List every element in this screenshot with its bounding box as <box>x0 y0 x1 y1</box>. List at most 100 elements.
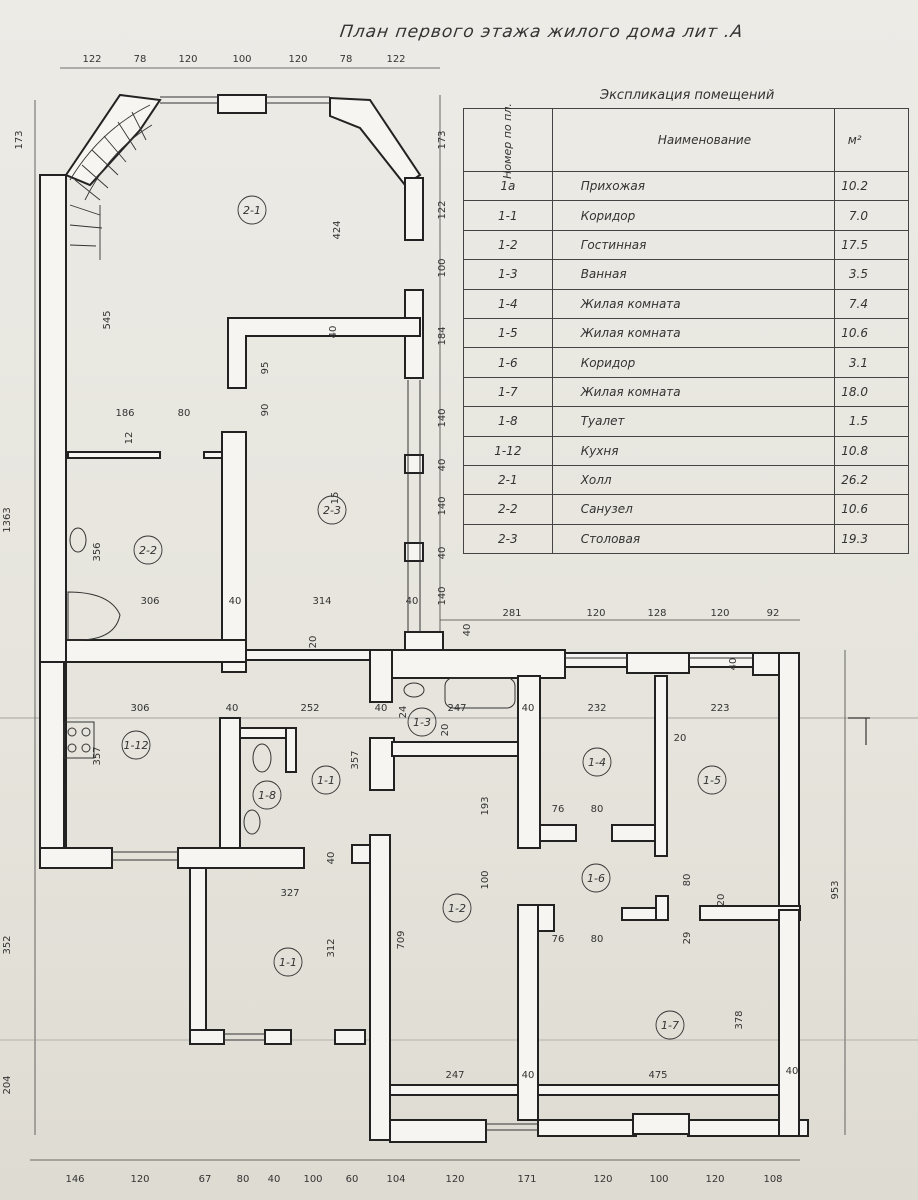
explication-caption: Экспликация помещений <box>600 88 775 103</box>
dimension-label: 120 <box>593 1174 612 1185</box>
room-area: 3.1 <box>834 347 909 378</box>
room-number: 1-5 <box>463 317 553 349</box>
dimension-label: 545 <box>102 310 113 329</box>
dimension-label: 223 <box>710 703 729 714</box>
room-number: 1-2 <box>463 229 553 261</box>
dimension-label: 20 <box>716 894 727 907</box>
room-area: 19.3 <box>834 523 909 555</box>
dimension-label: 20 <box>308 636 319 649</box>
room-name: Кухня <box>551 435 836 466</box>
dimension-label: 953 <box>830 880 841 899</box>
dimension-label: 40 <box>406 596 419 607</box>
dimensions-top: 122 78 120 100 120 78 122 <box>82 54 405 65</box>
section-marker <box>848 717 870 745</box>
dimension-label: 104 <box>386 1174 405 1185</box>
dimension-label: 78 <box>340 54 353 65</box>
room-area: 18.0 <box>834 376 909 408</box>
room-label: 2-2 <box>139 544 157 557</box>
dimension-label: 15 <box>330 492 341 505</box>
room-number: 1-6 <box>463 347 553 378</box>
dimension-label: 40 <box>728 658 739 671</box>
dimension-label: 100 <box>437 258 448 277</box>
room-name: Туалет <box>551 406 836 437</box>
room-area: 10.6 <box>834 494 909 525</box>
dimension-label: 356 <box>92 542 103 561</box>
room-area: 3.5 <box>834 259 909 290</box>
room-name: Прихожая <box>551 170 836 202</box>
dimension-label: 80 <box>591 804 604 815</box>
dimension-label: 247 <box>447 703 466 714</box>
room-label: 1-4 <box>588 756 606 769</box>
dimensions-interior: 424 40 95 90 186 80 12 356 306 40 314 40… <box>92 220 798 1081</box>
dimension-label: 193 <box>480 796 491 815</box>
room-label: 1-1 <box>317 774 335 787</box>
room-label: 2-1 <box>243 204 261 217</box>
dimensions-bottom: 146 120 67 80 40 100 60 104 120 171 120 … <box>65 1174 782 1185</box>
room-name: Холл <box>551 464 836 496</box>
room-number: 1-12 <box>463 435 553 466</box>
dimension-label: 424 <box>332 220 343 239</box>
room-markers <box>121 195 727 1040</box>
dimension-label: 40 <box>226 703 239 714</box>
dimension-label: 20 <box>674 733 687 744</box>
dimension-label: 90 <box>260 404 271 417</box>
walls <box>39 93 809 1143</box>
header-area: м² <box>834 108 909 172</box>
dimension-label: 40 <box>462 624 473 637</box>
dimension-label: 40 <box>522 703 535 714</box>
dimension-label: 40 <box>229 596 242 607</box>
room-area: 1.5 <box>834 406 909 437</box>
dimension-label: 357 <box>92 746 103 765</box>
dimension-label: 140 <box>437 496 448 515</box>
dimension-label: 100 <box>232 54 251 65</box>
room-label: 1-5 <box>703 774 721 787</box>
dimension-label: 352 <box>2 935 13 954</box>
dimension-label: 78 <box>134 54 147 65</box>
dimension-label: 40 <box>437 547 448 560</box>
dimension-label: 40 <box>268 1174 281 1185</box>
dimension-label: 80 <box>237 1174 250 1185</box>
room-area: 10.6 <box>834 317 909 349</box>
room-area: 7.0 <box>834 200 909 231</box>
room-label: 1-6 <box>587 872 605 885</box>
dimension-label: 100 <box>303 1174 322 1185</box>
dimension-label: 173 <box>14 130 25 149</box>
dimension-label: 40 <box>326 852 337 865</box>
dimension-label: 24 <box>398 706 409 719</box>
room-number: 1-7 <box>463 376 553 408</box>
dimension-label: 1363 <box>2 507 13 532</box>
dimension-label: 100 <box>649 1174 668 1185</box>
dimension-label: 122 <box>437 200 448 219</box>
room-label: 1-7 <box>661 1019 679 1032</box>
room-label: 2-3 <box>323 504 341 517</box>
dimension-label: 184 <box>437 326 448 345</box>
dimension-label: 327 <box>280 888 299 899</box>
dimension-label: 76 <box>552 934 565 945</box>
dimension-label: 120 <box>178 54 197 65</box>
room-area: 17.5 <box>834 229 909 261</box>
room-name: Коридор <box>551 200 836 231</box>
dimension-label: 171 <box>517 1174 536 1185</box>
windows <box>112 96 753 1131</box>
fixtures <box>63 527 516 835</box>
dimension-label: 140 <box>437 408 448 427</box>
dimension-label: 80 <box>591 934 604 945</box>
dimension-label: 252 <box>300 703 319 714</box>
dimension-label: 108 <box>763 1174 782 1185</box>
room-name: Жилая комната <box>551 376 836 408</box>
room-number: 2-1 <box>463 464 553 496</box>
dimension-label: 40 <box>437 459 448 472</box>
room-label: 1-1 <box>279 956 297 969</box>
dimensions-left: 173 545 1363 352 204 <box>2 130 113 1094</box>
dimension-label: 378 <box>734 1010 745 1029</box>
dimension-label: 95 <box>260 362 271 375</box>
dimension-label: 120 <box>445 1174 464 1185</box>
